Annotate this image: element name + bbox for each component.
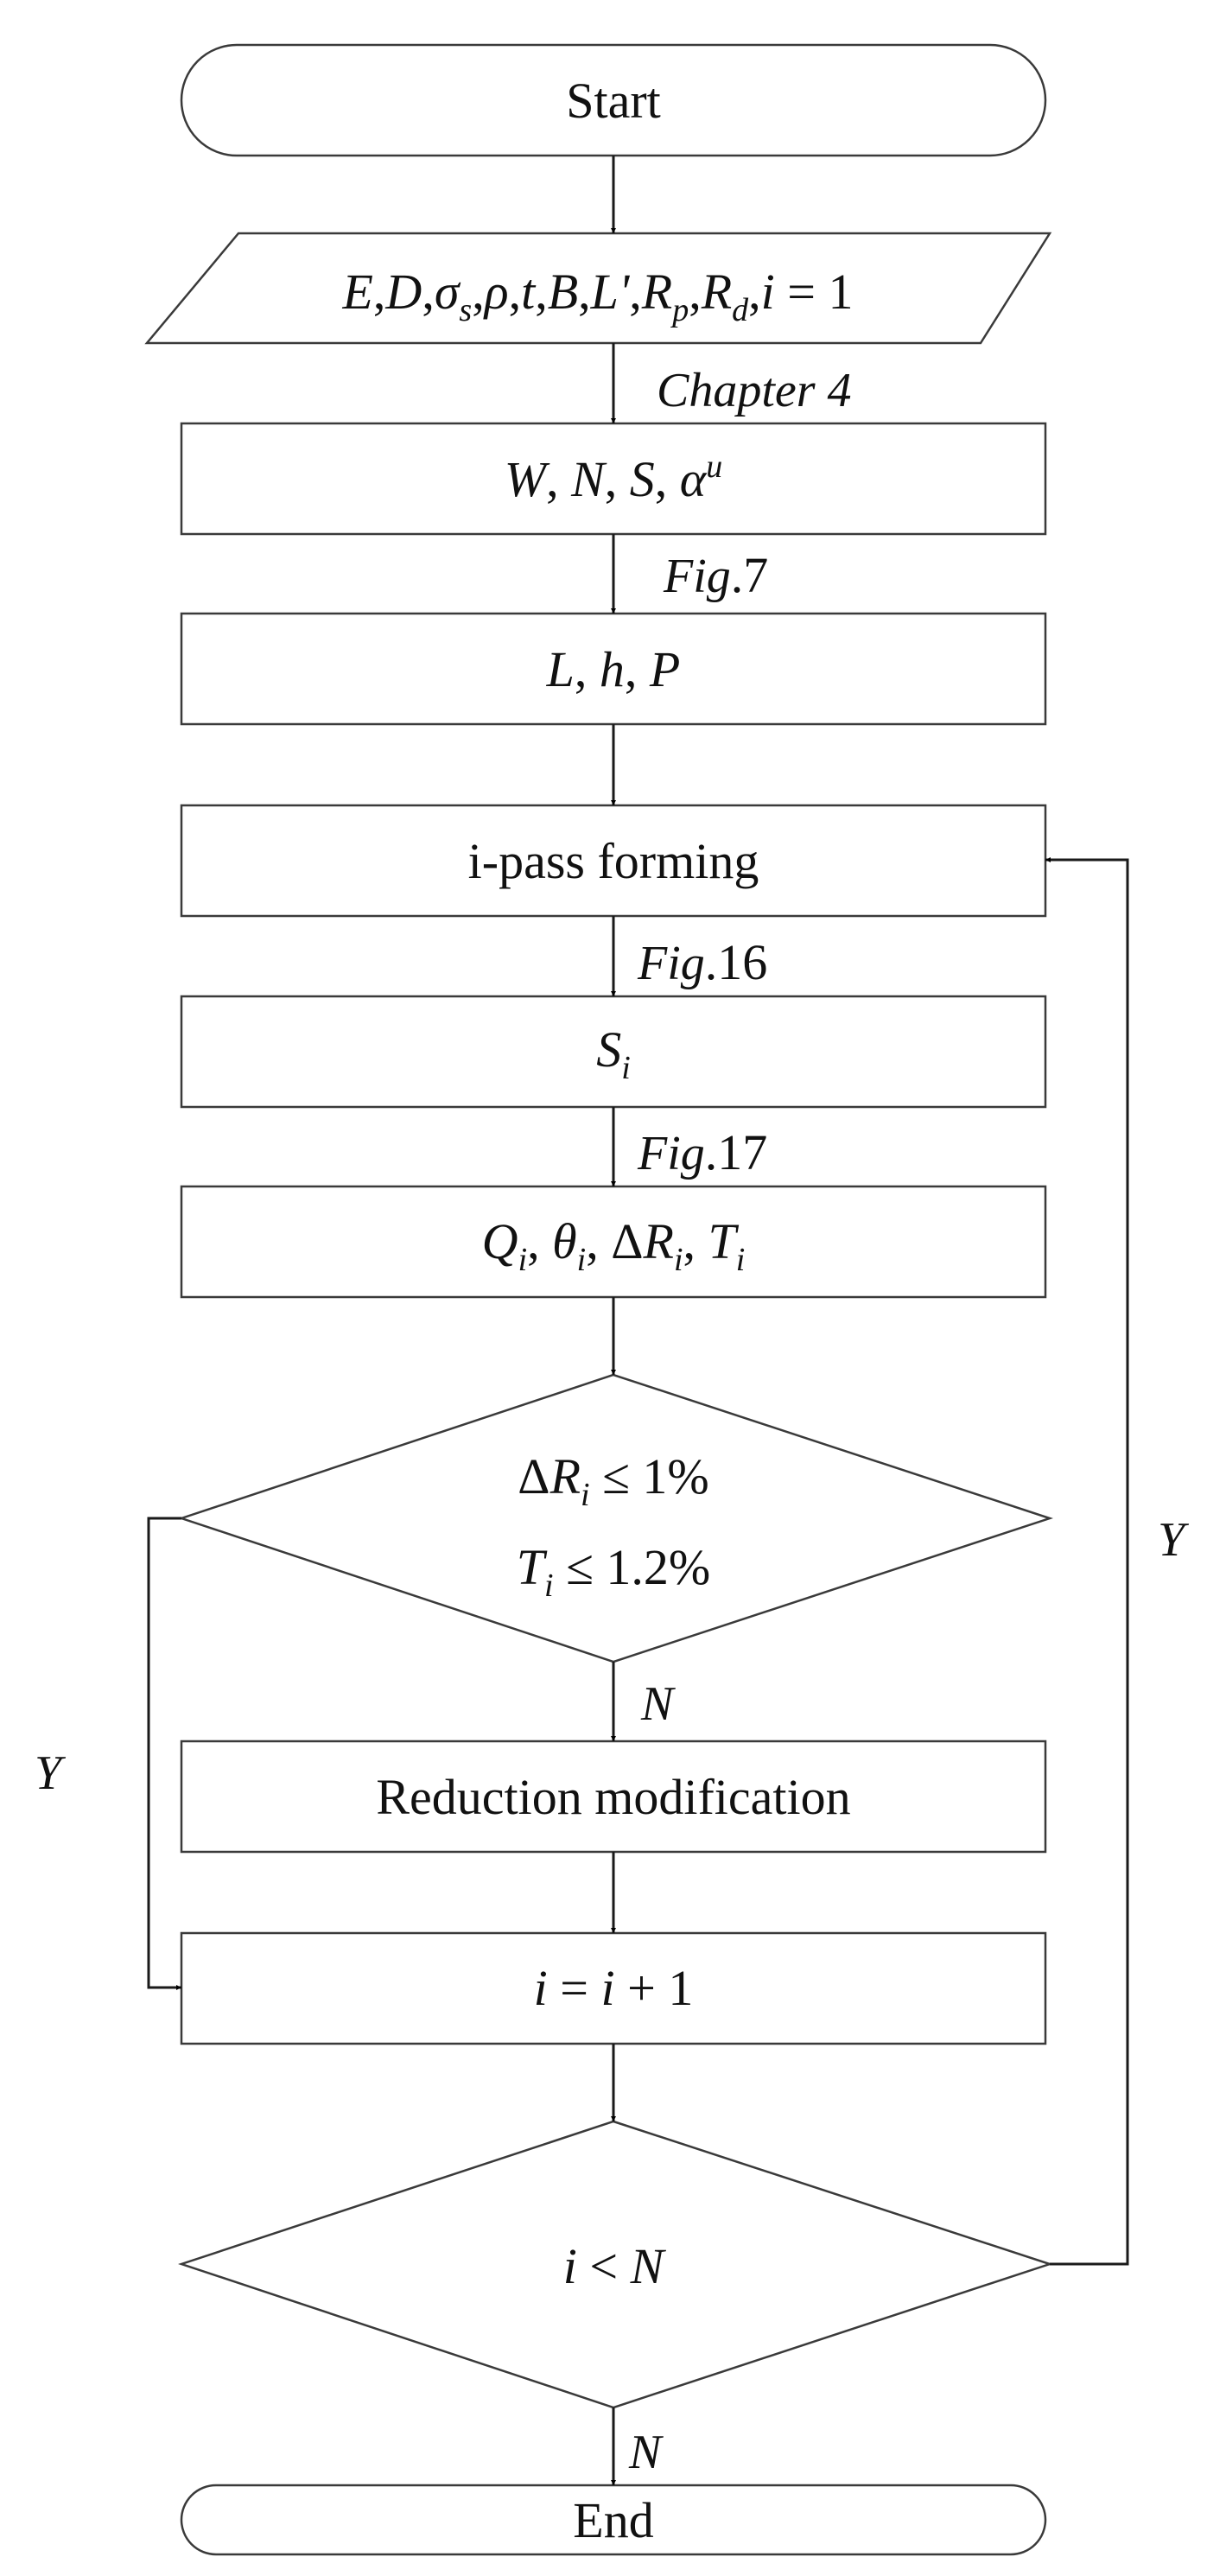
q-theta-r-t-node: Qi, θi, ΔRi, Ti <box>180 1185 1047 1299</box>
t-condition: Ti ≤ 1.2% <box>517 1539 711 1604</box>
loop-yes-label: Y <box>1158 1513 1190 1567</box>
wns-alpha-label: W, N, S, αu <box>505 448 722 507</box>
reduction-modification-node: Reduction modification <box>180 1740 1047 1854</box>
decision-no-label: N <box>640 1677 676 1731</box>
tolerance-decision-node: ΔRi ≤ 1% Ti ≤ 1.2% <box>178 1373 1054 1663</box>
loop-decision-node: i < N <box>178 2120 1054 2409</box>
input-parameters-node: E,D,σs,ρ,t,B,L',Rp,Rd,i = 1 <box>144 232 1052 345</box>
edge-decision-yes-to-increment <box>147 1517 181 1990</box>
q-theta-r-t-label: Qi, θi, ΔRi, Ti <box>482 1213 746 1278</box>
i-pass-forming-node: i-pass forming <box>180 804 1047 918</box>
lhp-label: L, h, P <box>546 641 681 697</box>
decision-yes-label: Y <box>35 1746 67 1800</box>
delta-r-condition: ΔRi ≤ 1% <box>518 1448 708 1513</box>
input-parameters-label: E,D,σs,ρ,t,B,L',Rp,Rd,i = 1 <box>341 264 853 328</box>
si-label: Si <box>596 1021 631 1086</box>
start-label: Start <box>566 73 661 129</box>
fig7-label: Fig.7 <box>663 547 768 603</box>
i-pass-forming-label: i-pass forming <box>468 833 759 889</box>
loop-condition-label: i < N <box>563 2238 667 2294</box>
end-label: End <box>573 2492 653 2548</box>
increment-node: i = i + 1 <box>180 1931 1047 2045</box>
fig17-label: Fig.17 <box>637 1124 767 1180</box>
edge-loop-yes-to-forming <box>1045 857 1129 2266</box>
reduction-modification-label: Reduction modification <box>376 1769 850 1825</box>
loop-no-label: N <box>628 2426 664 2479</box>
start-node: Start <box>180 43 1047 157</box>
chapter4-label: Chapter 4 <box>657 364 852 417</box>
lhp-node: L, h, P <box>180 612 1047 726</box>
fig16-label: Fig.16 <box>637 934 767 990</box>
si-node: Si <box>180 995 1047 1109</box>
end-node: End <box>180 2484 1047 2556</box>
wns-alpha-node: W, N, S, αu <box>180 422 1047 536</box>
increment-label: i = i + 1 <box>534 1960 694 2016</box>
